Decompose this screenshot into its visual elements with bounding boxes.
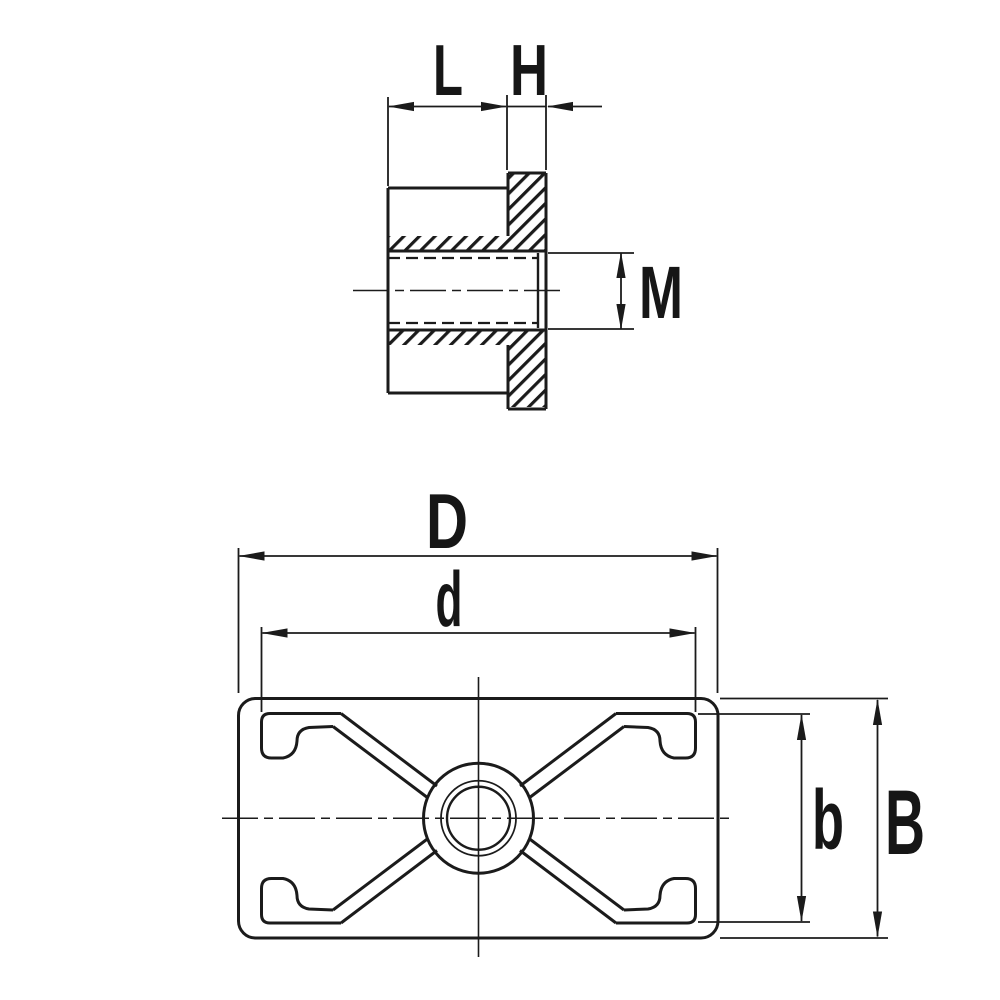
dimension-d: d xyxy=(260,555,697,712)
dim-label-H: H xyxy=(510,31,548,111)
claw-rib-bottom-right xyxy=(519,837,697,925)
side-section-view: L H M xyxy=(353,31,683,411)
dim-label-M: M xyxy=(639,251,683,334)
dimension-B: B xyxy=(720,697,925,939)
dimension-L: L xyxy=(387,31,508,186)
dimension-b: b xyxy=(698,713,844,923)
dim-label-b: b xyxy=(812,773,844,867)
dimension-H: H xyxy=(507,31,602,170)
plan-view: D d b B xyxy=(222,477,925,957)
thread-lines xyxy=(388,256,538,325)
dim-label-B: B xyxy=(885,772,925,874)
dimension-D: D xyxy=(237,477,719,693)
section-hatch xyxy=(388,174,545,407)
dim-label-D: D xyxy=(426,477,468,565)
dimension-M: M xyxy=(548,251,683,334)
dim-label-d: d xyxy=(436,555,463,643)
claw-rib-top-left xyxy=(260,712,438,800)
claw-rib-bottom-left xyxy=(260,837,438,925)
claw-rib-top-right xyxy=(519,712,697,800)
dim-label-L: L xyxy=(433,31,463,111)
